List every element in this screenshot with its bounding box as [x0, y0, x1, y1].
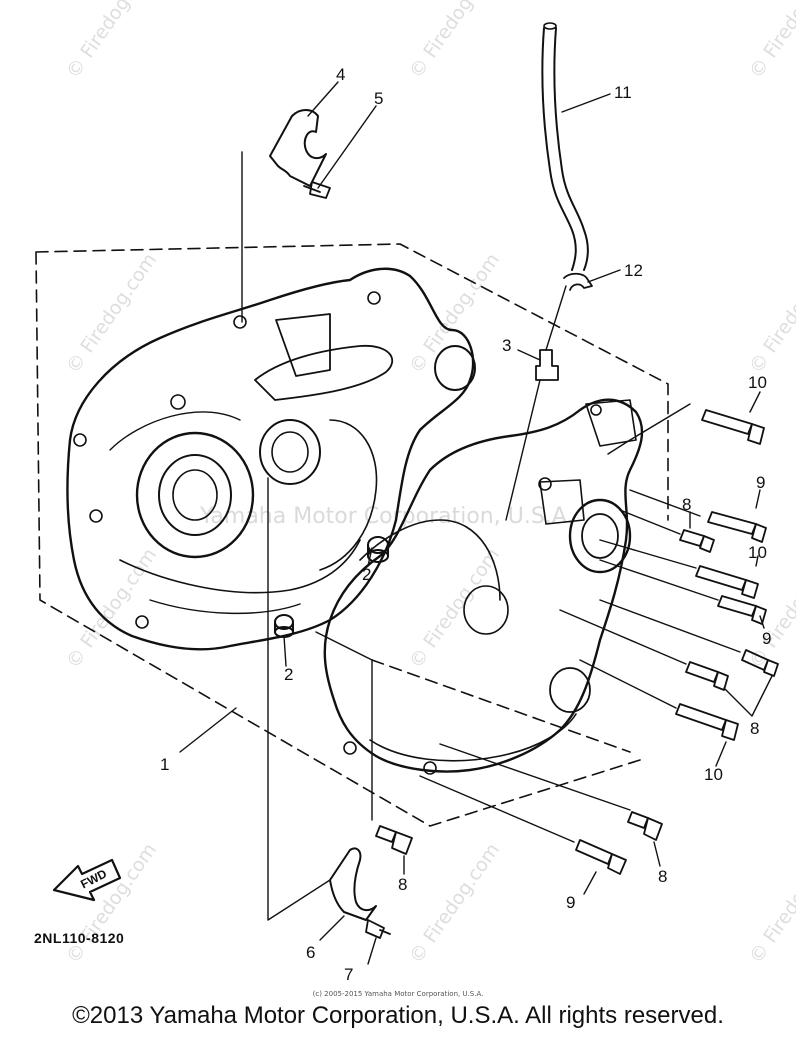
bolt-8-pair: [685, 649, 779, 691]
callout-6: 6: [306, 943, 316, 962]
callout-9-upper: 9: [756, 473, 766, 492]
callout-10-upper: 10: [748, 373, 767, 392]
bolt-10-lower: [675, 703, 739, 741]
callout-1: 1: [160, 755, 170, 774]
dowel-pin-upper: [367, 536, 389, 563]
breather-fitting: [535, 349, 559, 381]
bolt-10-middle: [695, 565, 759, 599]
leader-lines: [179, 81, 773, 965]
callout-8-right: 8: [658, 867, 668, 886]
assembly-box-inner: [371, 659, 631, 753]
callout-2-lower: 2: [284, 665, 294, 684]
callout-4: 4: [336, 65, 346, 84]
callout-10-lower: 10: [704, 765, 723, 784]
copyright-footer: ©2013 Yamaha Motor Corporation, U.S.A. A…: [72, 1002, 724, 1029]
assembly-box-left: [35, 243, 669, 827]
callout-7: 7: [344, 965, 354, 984]
crankcase-left: [66, 267, 476, 651]
bracket-lower: [329, 847, 377, 921]
callout-8-pair: 8: [750, 719, 760, 738]
breather-hose: [541, 22, 589, 271]
callout-9-middle: 9: [762, 629, 772, 648]
callout-3: 3: [502, 336, 512, 355]
diagram-code: 2NL110-8120: [34, 930, 125, 946]
alignment-lines: [241, 151, 741, 921]
bolt-9-upper: [707, 511, 767, 543]
bolt-5: [303, 181, 331, 199]
crankcase-right: [323, 398, 644, 775]
hose-clamp: [563, 272, 593, 291]
bolt-8-lower: [375, 811, 663, 855]
center-watermark: Yamaha Motor Corporation, U.S.A.: [200, 504, 574, 529]
callout-5: 5: [374, 89, 384, 108]
callout-12: 12: [624, 261, 643, 280]
bolt-8-upper: [679, 529, 715, 553]
bolt-10-upper: [701, 409, 765, 445]
callout-11: 11: [614, 83, 632, 102]
callout-10-middle: 10: [748, 543, 767, 562]
callout-8-upper: 8: [682, 495, 692, 514]
fwd-arrow: [52, 858, 122, 902]
callout-8-left: 8: [398, 875, 408, 894]
bolt-9-lower: [575, 839, 627, 875]
callout-9-lower: 9: [566, 893, 576, 912]
bolt-9-middle: [717, 595, 767, 625]
callout-2-upper: 2: [362, 565, 372, 584]
bracket-upper: [269, 109, 327, 187]
bolt-7: [365, 919, 391, 939]
small-copyright: (c) 2005-2015 Yamaha Motor Corporation, …: [312, 990, 484, 998]
